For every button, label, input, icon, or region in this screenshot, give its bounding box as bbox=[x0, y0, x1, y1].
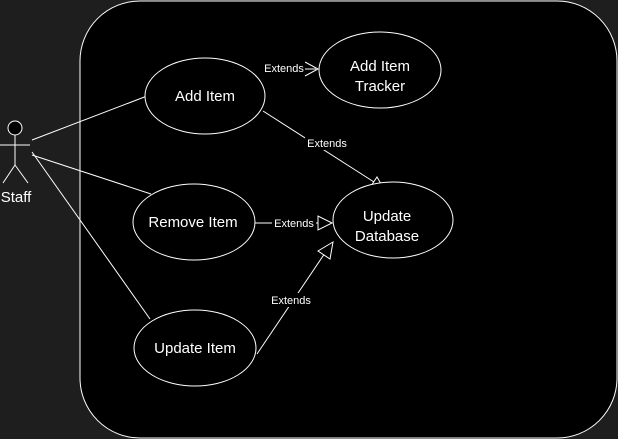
use-case-label-add-item-tracker-line2: Tracker bbox=[355, 78, 405, 95]
label-extends-add-group: Extends bbox=[305, 136, 349, 150]
arrowhead-open-tracker bbox=[304, 61, 320, 77]
actor-right-leg bbox=[14, 164, 29, 184]
use-case-label-update-database-line1: Update bbox=[363, 208, 411, 225]
use-case-update-item[interactable] bbox=[133, 309, 257, 387]
use-case-label-add-item-tracker-line1: Add Item bbox=[350, 58, 410, 75]
label-extends-remove: Extends bbox=[274, 218, 314, 230]
use-case-update-database[interactable] bbox=[332, 181, 454, 259]
arrowhead-triangle-update bbox=[317, 241, 334, 260]
use-case-remove-item[interactable] bbox=[132, 183, 256, 261]
actor-staff[interactable] bbox=[0, 120, 30, 184]
association-update-item[interactable] bbox=[31, 151, 151, 320]
label-extends-tracker-group: Extends bbox=[263, 61, 305, 75]
arrowhead-triangle-remove bbox=[317, 215, 334, 231]
association-remove-item[interactable] bbox=[31, 154, 152, 195]
actor-left-leg bbox=[2, 164, 16, 184]
label-extends-add: Extends bbox=[307, 138, 347, 150]
use-case-label-add-item: Add Item bbox=[175, 88, 235, 105]
label-extends-update-group: Extends bbox=[269, 293, 313, 307]
label-extends-tracker: Extends bbox=[264, 63, 304, 75]
use-case-label-remove-item: Remove Item bbox=[148, 214, 237, 231]
actor-label: Staff bbox=[1, 189, 32, 206]
label-extends-update: Extends bbox=[271, 295, 311, 307]
use-case-label-update-item: Update Item bbox=[154, 340, 236, 357]
actor-head bbox=[7, 120, 23, 136]
association-add-item[interactable] bbox=[31, 95, 148, 141]
use-case-add-item-tracker[interactable] bbox=[318, 31, 442, 109]
label-extends-remove-group: Extends bbox=[272, 216, 316, 230]
use-case-add-item[interactable] bbox=[144, 57, 266, 135]
use-case-label-update-database-line2: Database bbox=[355, 228, 419, 245]
